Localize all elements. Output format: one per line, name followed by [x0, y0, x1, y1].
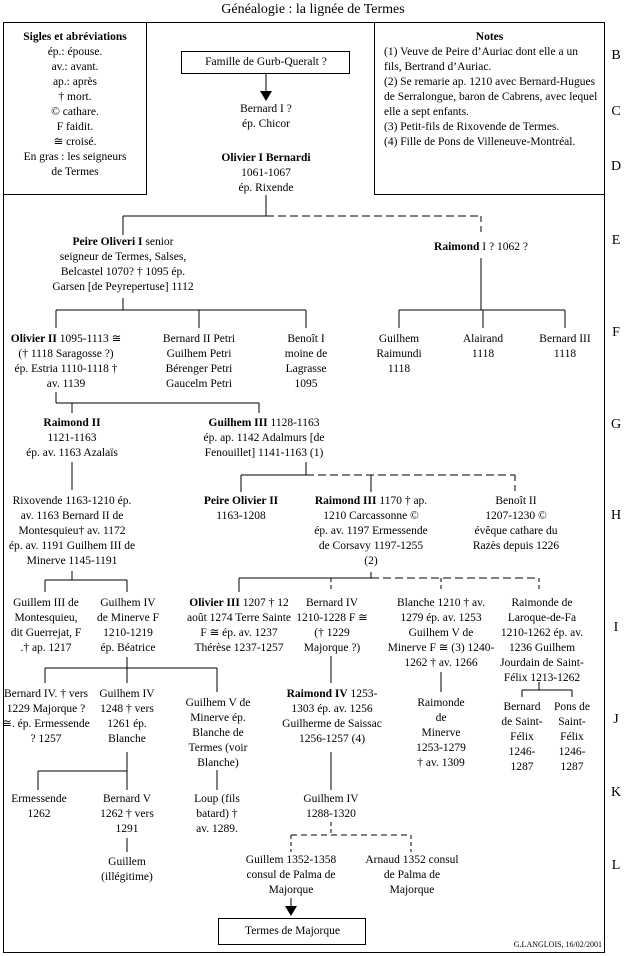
row-letter-h: H	[610, 508, 622, 523]
legend-line: © cathare.	[51, 106, 99, 118]
legend-line: En gras : les seigneurs	[23, 151, 127, 163]
row-letter-d: D	[610, 159, 622, 174]
page-title: Généalogie : la lignée de Termes	[221, 2, 405, 17]
row-letter-g: G	[610, 417, 622, 432]
legend-line: ap.: après	[52, 76, 98, 88]
seigneur-name: Olivier III	[189, 597, 240, 609]
person-olivier-ii: Olivier II 1095-1113 ≅(† 1118 Saragosse …	[10, 333, 122, 390]
person-rixovende: Rixovende 1163-1210 ép.av. 1163 Bernard …	[8, 495, 136, 567]
legend-line: F faidit.	[56, 121, 94, 133]
note-item: (1) Veuve de Peire d’Auriac dont elle a …	[384, 46, 578, 73]
seigneur-name: Raimond IV	[286, 688, 348, 700]
person-guillem-illegitime: Guillem(illégitime)	[101, 856, 153, 883]
note-item: (2) Se remarie ap. 1210 avec Bernard-Hug…	[384, 76, 598, 118]
legend-line: ≅ croisé.	[53, 136, 97, 148]
row-letter-e: E	[611, 233, 621, 248]
row-letter-l: L	[611, 858, 621, 873]
legend-line: de Termes	[51, 166, 99, 178]
legend-box: Sigles et abréviations ép.: épouse. av.:…	[4, 30, 146, 180]
signature: G.LANGLOIS, 16/02/2001	[513, 940, 602, 949]
top-box-label: Famille de Gurb-Queralt ?	[205, 56, 327, 68]
arrow-head-top	[260, 91, 272, 101]
legend-line: ép.: épouse.	[47, 46, 103, 58]
legend-frame	[3, 22, 147, 195]
person-bernard-i: Bernard I ?ép. Chicor	[240, 103, 292, 130]
row-letter-c: C	[611, 104, 621, 119]
notes-frame	[374, 22, 605, 195]
seigneur-name: Guilhem III	[208, 417, 268, 429]
legend-line: av.: avant.	[51, 61, 99, 73]
note-item: (3) Petit-fils de Rixovende de Termes.	[384, 121, 560, 133]
row-letter-j: J	[613, 712, 619, 727]
row-letter-b: B	[611, 48, 621, 63]
notes-heading: Notes	[475, 31, 504, 43]
legend-line: † mort.	[58, 91, 92, 103]
top-box-frame	[181, 51, 350, 74]
bottom-box-frame	[218, 918, 366, 945]
notes-list: (1) Veuve de Peire d’Auriac dont elle a …	[384, 45, 598, 150]
person-raimond-i: Raimond I ? 1062 ?	[434, 241, 528, 253]
arrow-head-bottom	[285, 906, 297, 916]
seigneur-name: Olivier II	[10, 333, 57, 345]
row-letter-k: K	[610, 785, 622, 800]
row-letter-i: I	[613, 620, 619, 635]
seigneur-name: Raimond	[434, 241, 480, 253]
outer-frame	[3, 22, 605, 953]
row-letter-f: F	[612, 325, 620, 340]
legend-heading: Sigles et abréviations	[23, 31, 127, 43]
seigneur-name: Peire Oliveri I	[72, 236, 143, 248]
seigneur-name: Raimond III	[314, 495, 377, 507]
person-raimond-iii: Raimond III 1170 † ap.1210 Carcassonne ©…	[314, 495, 428, 567]
bottom-box-label: Termes de Majorque	[245, 925, 340, 937]
note-item: (4) Fille de Pons de Villeneuve-Montréal…	[384, 136, 576, 148]
